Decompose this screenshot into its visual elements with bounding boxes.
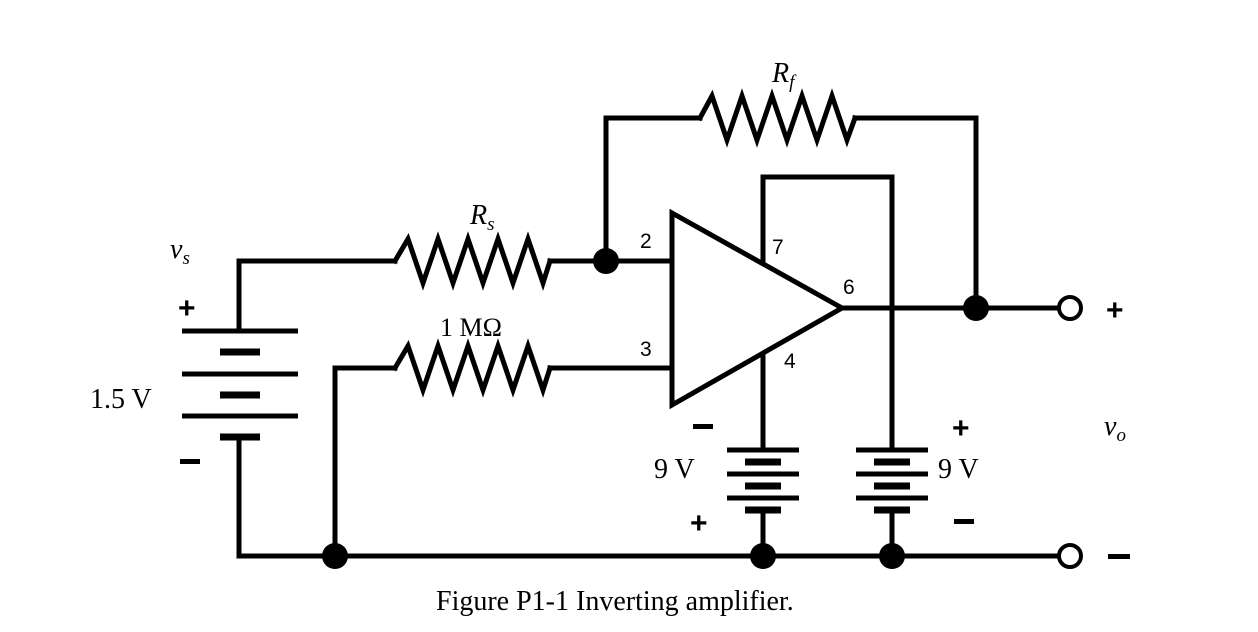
output-minus-sign <box>1108 554 1130 559</box>
rs-resistor <box>391 231 554 291</box>
output-plus-sign: + <box>1106 294 1124 327</box>
feedback-right-wire <box>852 115 979 311</box>
pin-3-label: 3 <box>640 338 652 361</box>
output-terminal-plus <box>1057 295 1083 321</box>
pin-4-label: 4 <box>784 350 796 373</box>
junction-ground-pos <box>879 543 905 569</box>
neg-supply-voltage-label: 9 V <box>654 454 695 485</box>
source-plus-sign: + <box>178 292 196 325</box>
vplus-wire <box>760 174 895 451</box>
junction-ground-left <box>322 543 348 569</box>
neg-supply-minus-sign <box>693 424 713 429</box>
rf-resistor <box>696 88 859 148</box>
opamp-triangle <box>669 208 848 410</box>
positive-supply-battery <box>856 447 928 514</box>
rs-label: Rs <box>469 200 495 235</box>
negative-supply-battery <box>727 447 799 514</box>
junction-inverting <box>593 248 619 274</box>
vo-label: vo <box>1104 411 1126 446</box>
output-terminal-minus <box>1057 543 1083 569</box>
vs-top-wire <box>236 258 398 333</box>
pin-2-label: 2 <box>640 230 652 253</box>
bias-left-wire <box>332 365 398 559</box>
pos-supply-minus-sign <box>954 519 974 524</box>
junction-ground-neg <box>750 543 776 569</box>
source-voltage-label: 1.5 V <box>90 384 152 415</box>
ground-rail <box>236 435 1061 559</box>
bias-resistor-label: 1 MΩ <box>440 313 502 342</box>
junction-output <box>963 295 989 321</box>
source-battery <box>182 328 298 441</box>
pos-supply-voltage-label: 9 V <box>938 454 979 485</box>
source-minus-sign <box>180 459 200 464</box>
vs-label: vs <box>170 234 190 269</box>
pos-supply-plus-sign: + <box>952 412 970 445</box>
neg-supply-plus-sign: + <box>690 507 708 540</box>
pin-6-label: 6 <box>843 276 855 299</box>
bias-resistor <box>391 338 554 398</box>
rf-label: Rf <box>771 58 797 93</box>
feedback-left-wire <box>603 115 703 264</box>
pin-7-label: 7 <box>772 236 784 259</box>
figure-caption: Figure P1-1 Inverting amplifier. <box>436 586 794 617</box>
